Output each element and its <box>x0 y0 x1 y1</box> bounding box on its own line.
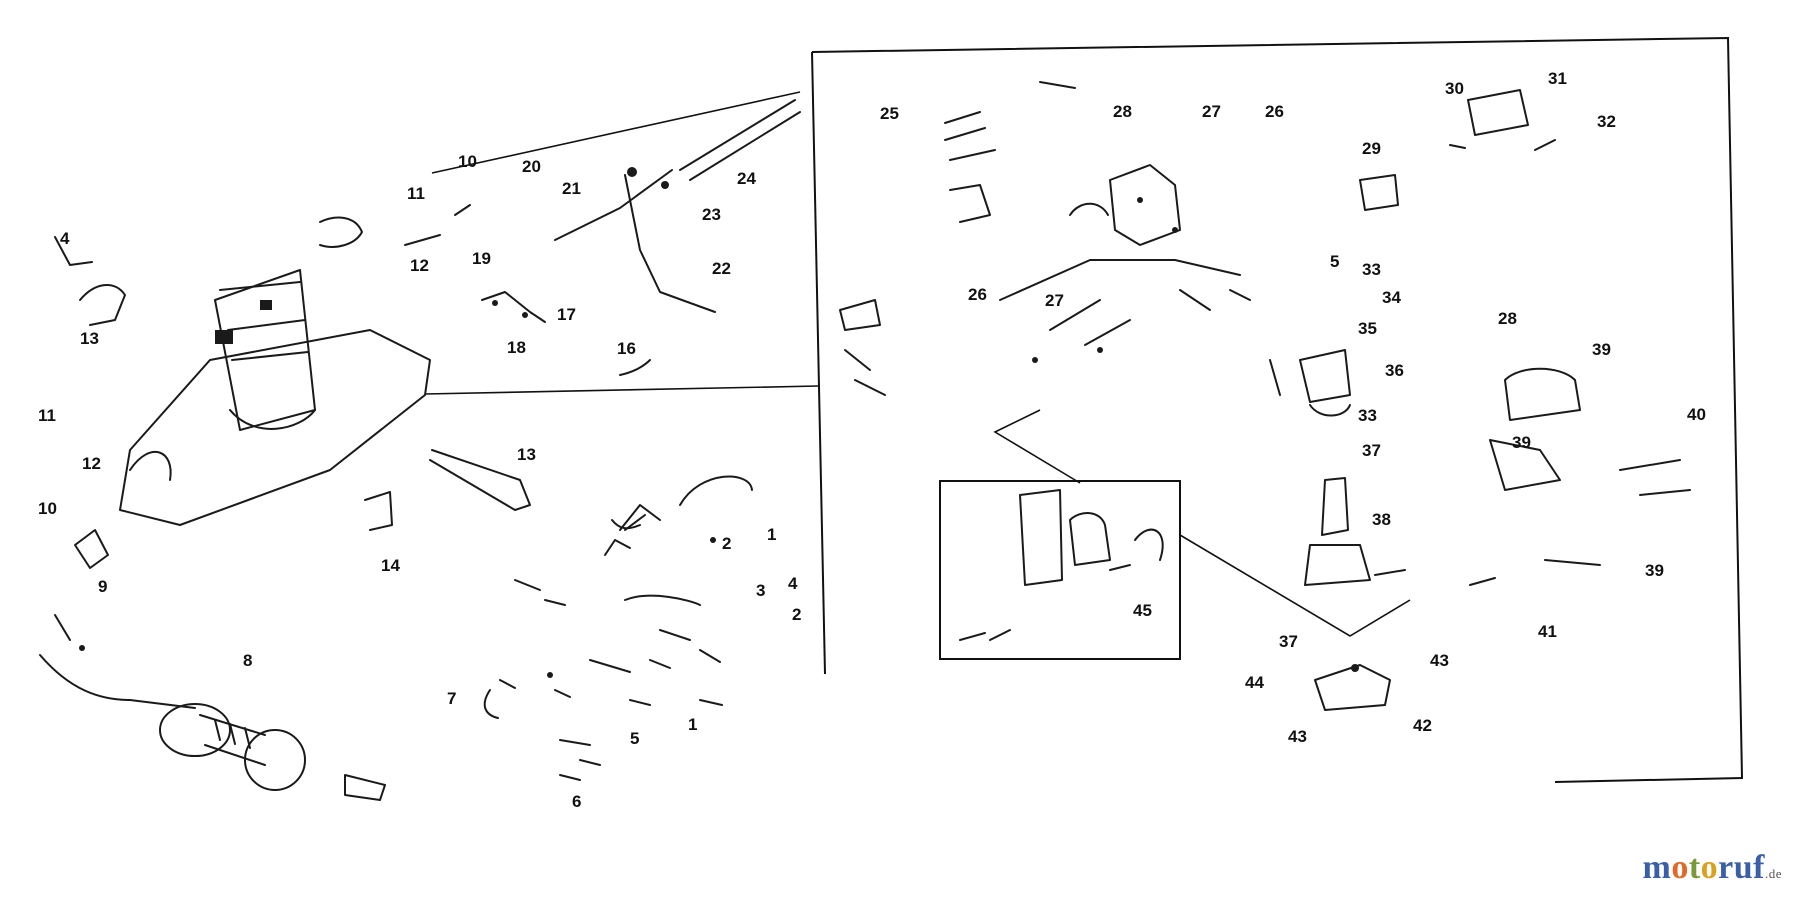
part-label: 2 <box>722 534 732 553</box>
part-label: 39 <box>1512 433 1531 452</box>
leader-line <box>993 409 1081 484</box>
part-label: 44 <box>1245 673 1264 692</box>
small-bracket-part <box>364 491 393 531</box>
part-label: 11 <box>38 406 56 425</box>
part-label: 39 <box>1645 561 1664 580</box>
spring-part <box>619 359 651 376</box>
connector-line <box>424 385 819 395</box>
choke-link-part <box>839 299 886 396</box>
part-label: 29 <box>1362 139 1381 158</box>
part-label: 30 <box>1445 79 1464 98</box>
part-label: 21 <box>562 179 581 198</box>
recoil-starter-parts <box>483 475 753 781</box>
part-label: 34 <box>1382 288 1401 307</box>
part-label: 3 <box>756 581 766 600</box>
part-label: 5 <box>630 729 640 748</box>
float-bowl-part <box>1269 349 1351 417</box>
part-label: 24 <box>737 169 756 188</box>
part-label: 26 <box>1265 102 1284 121</box>
part-label: 26 <box>968 285 987 304</box>
part-label: 42 <box>1413 716 1432 735</box>
part-label: 18 <box>507 338 526 357</box>
part-label: 4 <box>60 229 70 248</box>
part-label: 8 <box>243 651 253 670</box>
part-label: 40 <box>1687 405 1706 424</box>
part-label: 20 <box>522 157 541 176</box>
part-label: 39 <box>1592 340 1611 359</box>
screw-part <box>1359 174 1399 211</box>
part-label: 9 <box>98 577 108 596</box>
throttle-shaft-part <box>999 259 1251 363</box>
part-label: 11 <box>407 184 425 203</box>
part-label: 35 <box>1358 319 1377 338</box>
logo-letters: ruf <box>1718 849 1765 886</box>
part-label: 22 <box>712 259 731 278</box>
part-label: 13 <box>517 445 536 464</box>
part-label: 10 <box>38 499 57 518</box>
part-label: 27 <box>1202 102 1221 121</box>
part-label: 16 <box>617 339 636 358</box>
part-label: 28 <box>1498 309 1517 328</box>
part-label: 13 <box>80 329 99 348</box>
part-label: 38 <box>1372 510 1391 529</box>
part-label: 12 <box>82 454 101 473</box>
part-label: 37 <box>1279 632 1298 651</box>
connector-line-upper <box>431 91 801 174</box>
clamp-part <box>319 204 471 248</box>
part-label: 33 <box>1358 406 1377 425</box>
part-label: 10 <box>458 152 477 171</box>
part-label: 36 <box>1385 361 1404 380</box>
logo-letter: m <box>1642 849 1672 886</box>
part-label: 45 <box>1133 601 1152 620</box>
governor-part <box>1489 367 1691 496</box>
part-label: 4 <box>788 574 798 593</box>
fuel-line-part <box>1469 559 1601 586</box>
part-label: 14 <box>381 556 400 575</box>
logo-tld: .de <box>1764 866 1782 881</box>
throttle-lever-part <box>554 99 801 313</box>
logo-letter: t <box>1688 849 1701 886</box>
engine-block-part <box>119 269 431 526</box>
part-label: 5 <box>1330 252 1340 271</box>
carburetor-body-part <box>1109 164 1181 246</box>
part-label: 17 <box>557 305 576 324</box>
part-label: 25 <box>880 104 899 123</box>
fuel-valve-part <box>1304 477 1406 586</box>
handle-bracket-part <box>54 236 126 326</box>
air-filter-tube-part <box>429 449 531 511</box>
part-label: 32 <box>1597 112 1616 131</box>
lever-assembly-part <box>944 81 1109 223</box>
part-label: 7 <box>447 689 457 708</box>
part-label: 33 <box>1362 260 1381 279</box>
inset-detail-part <box>959 489 1164 641</box>
motoruf-logo: motoruf.de <box>1642 849 1782 887</box>
detail-frame <box>811 36 1744 783</box>
linkage-part <box>481 291 546 323</box>
part-label: 23 <box>702 205 721 224</box>
part-label: 37 <box>1362 441 1381 460</box>
part-label: 1 <box>767 525 777 544</box>
petcock-part <box>1314 664 1391 711</box>
part-label: 27 <box>1045 291 1064 310</box>
part-label: 6 <box>572 792 582 811</box>
leader-line-lower <box>1179 534 1411 637</box>
part-label: 2 <box>792 605 802 624</box>
part-label: 43 <box>1430 651 1449 670</box>
part-label: 1 <box>688 715 698 734</box>
bracket-plate-part <box>1449 89 1556 151</box>
part-label: 41 <box>1538 622 1557 641</box>
part-label: 19 <box>472 249 491 268</box>
part-label: 12 <box>410 256 429 275</box>
part-label: 28 <box>1113 102 1132 121</box>
inset-frame <box>939 480 1181 660</box>
part-label: 31 <box>1548 69 1567 88</box>
part-label: 43 <box>1288 727 1307 746</box>
logo-letter: o <box>1671 849 1689 886</box>
starter-cord-part <box>39 654 386 801</box>
spark-plug-part <box>54 529 109 651</box>
logo-letter: o <box>1700 849 1719 886</box>
